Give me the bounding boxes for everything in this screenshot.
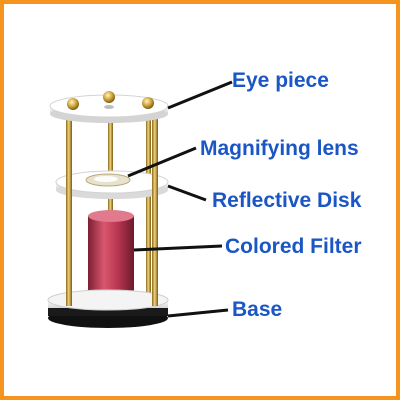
leader-line-magnifying-lens (127, 146, 197, 178)
leader-line-colored-filter (133, 244, 223, 252)
leader-line-eye-piece (167, 80, 233, 110)
label-colored-filter: Colored Filter (225, 235, 362, 258)
leader-line-reflective-disk (167, 184, 207, 202)
rod-back-right (146, 110, 151, 298)
brass-knob-icon (67, 91, 154, 110)
label-reflective-disk: Reflective Disk (212, 189, 362, 212)
base-plate (47, 289, 169, 328)
rod-back-center (108, 112, 113, 298)
magnifying-lens (85, 173, 131, 187)
rod-front-right (152, 116, 158, 306)
leader-line-base (167, 308, 229, 318)
label-eye-piece: Eye piece (232, 69, 329, 92)
label-base: Base (232, 298, 283, 321)
label-magnifying-lens: Magnifying lens (200, 137, 359, 160)
rod-front-left (66, 116, 72, 306)
eye-piece-disk (49, 94, 169, 123)
